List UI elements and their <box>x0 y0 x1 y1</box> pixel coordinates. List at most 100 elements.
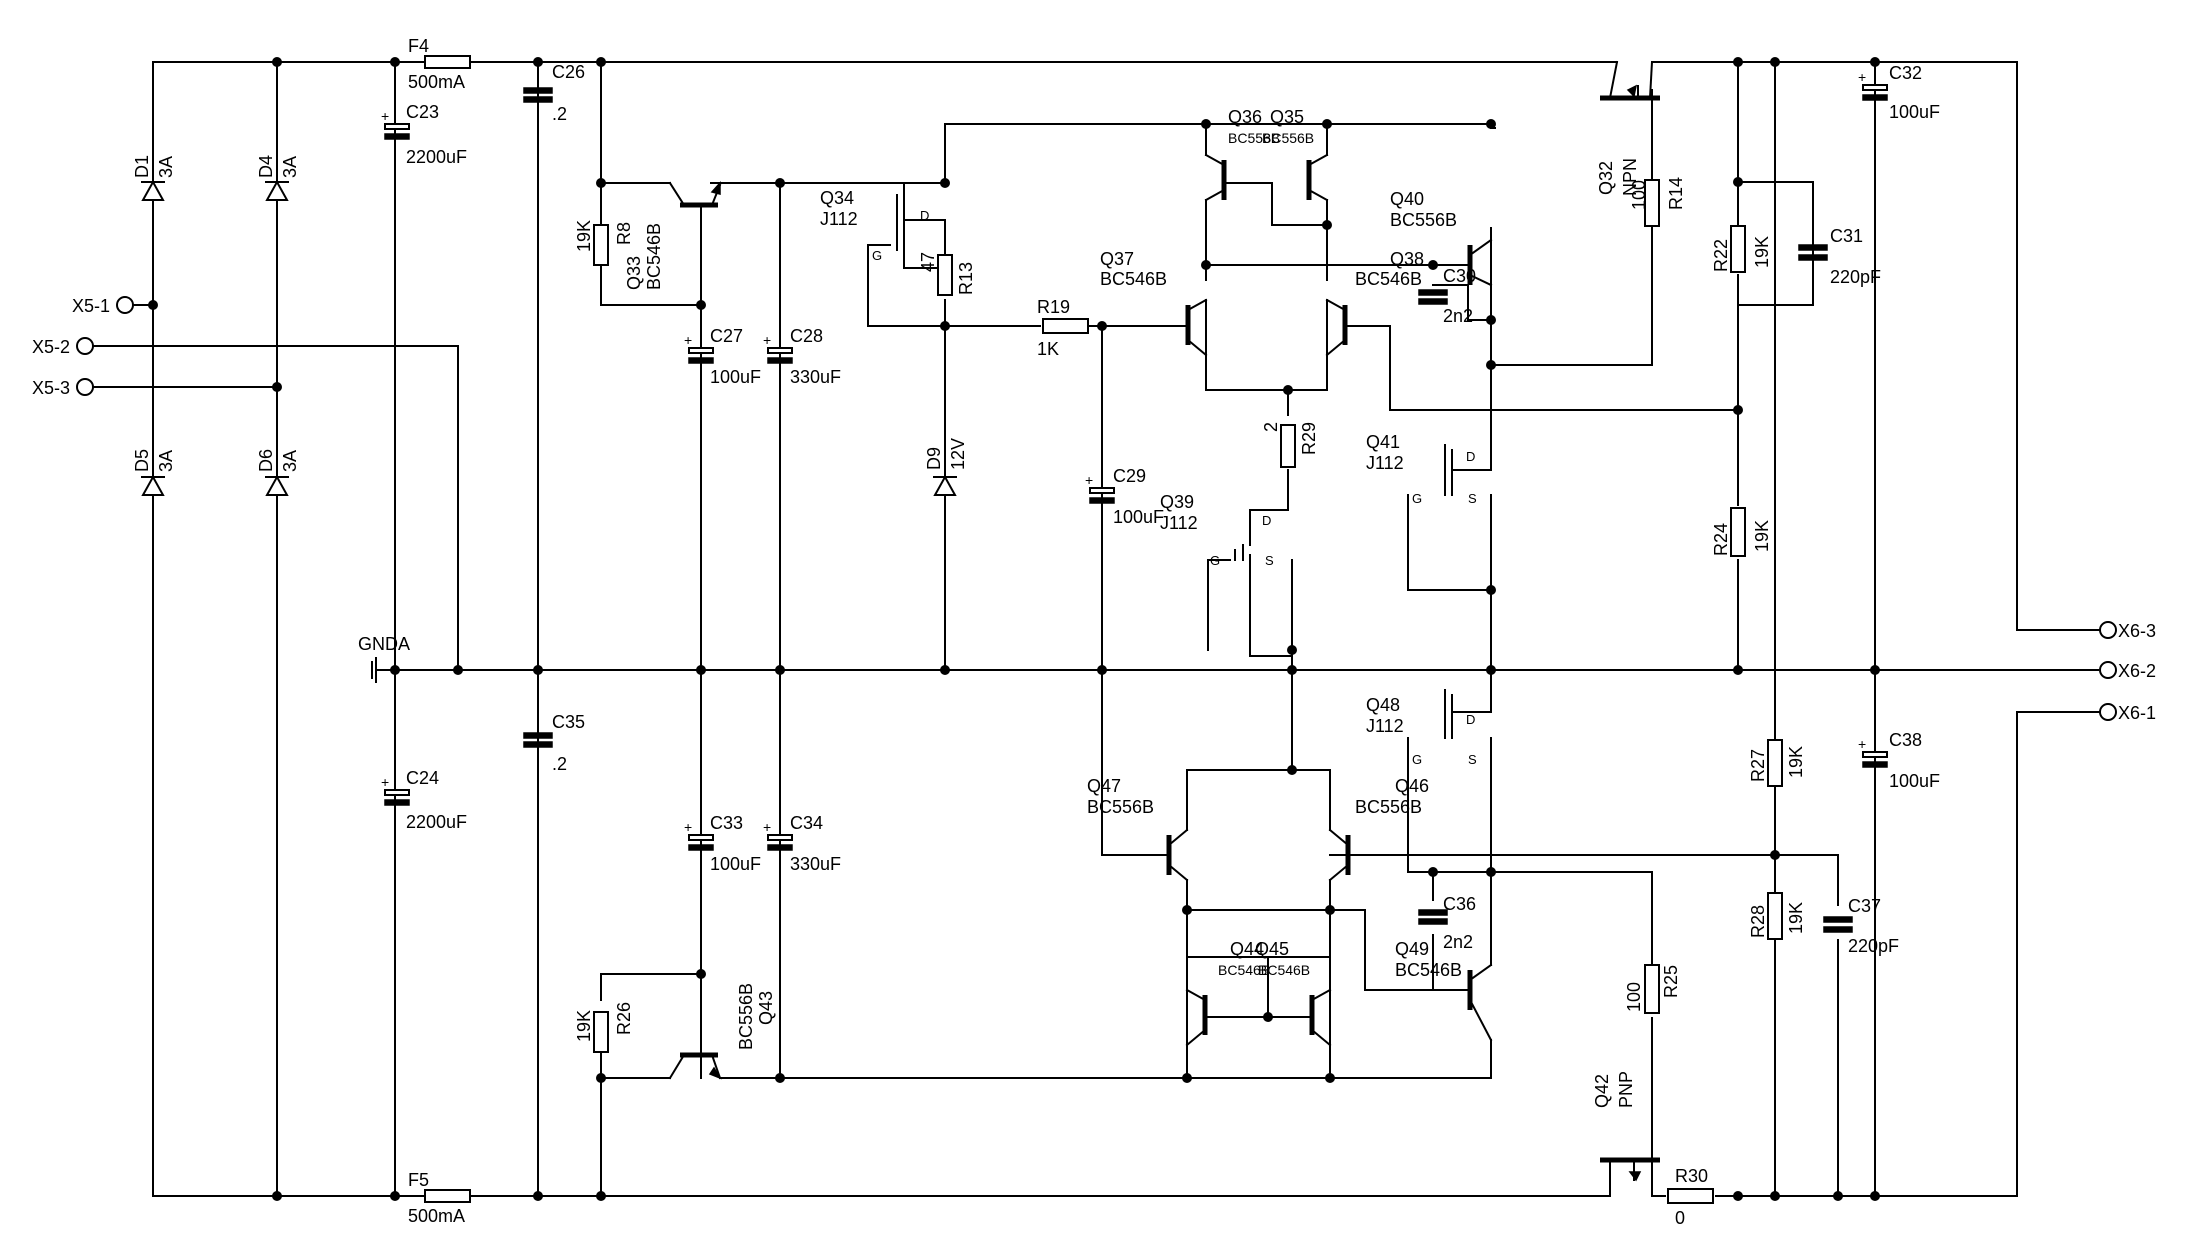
svg-text:47: 47 <box>918 252 938 272</box>
svg-text:3A: 3A <box>280 156 300 178</box>
svg-text:19K: 19K <box>574 1010 594 1042</box>
transistor-q46: Q46 BC556B <box>1328 776 1429 882</box>
svg-text:Q32: Q32 <box>1596 161 1616 195</box>
svg-text:C34: C34 <box>790 813 823 833</box>
svg-text:J112: J112 <box>1366 453 1404 473</box>
resistor-r19: R19 1K <box>1037 297 1089 359</box>
svg-text:C36: C36 <box>1443 894 1476 914</box>
svg-text:Q34: Q34 <box>820 188 854 208</box>
transistor-q36: Q36 BC556B <box>1204 107 1280 202</box>
capacitor-c34: + C34 330uF <box>763 813 841 874</box>
fuse-f4: F4 500mA <box>408 36 471 92</box>
svg-text:BC556B: BC556B <box>1087 797 1154 817</box>
svg-text:500mA: 500mA <box>408 1206 465 1226</box>
svg-text:BC556B: BC556B <box>1355 797 1422 817</box>
svg-text:+: + <box>381 774 389 790</box>
svg-text:+: + <box>1858 69 1866 85</box>
svg-text:+: + <box>1858 736 1866 752</box>
svg-text:220pF: 220pF <box>1830 267 1881 287</box>
svg-text:D4: D4 <box>256 155 276 178</box>
connector-x5-2[interactable]: X5-2 <box>32 337 94 357</box>
svg-text:19K: 19K <box>1786 902 1806 934</box>
svg-text:Q45: Q45 <box>1255 939 1289 959</box>
resistor-r13: 47 R13 <box>918 252 976 296</box>
svg-text:19K: 19K <box>1752 520 1772 552</box>
jfet-q41: Q41 J112 D G S <box>1366 432 1477 506</box>
svg-text:R30: R30 <box>1675 1166 1708 1186</box>
svg-text:Q47: Q47 <box>1087 776 1121 796</box>
svg-text:19K: 19K <box>1752 236 1772 268</box>
svg-text:BC546B: BC546B <box>1218 962 1270 978</box>
svg-text:+: + <box>381 108 389 124</box>
svg-text:G: G <box>1412 491 1422 506</box>
svg-text:3A: 3A <box>156 156 176 178</box>
svg-text:100uF: 100uF <box>710 367 761 387</box>
svg-text:G: G <box>872 248 882 263</box>
svg-text:Q40: Q40 <box>1390 189 1424 209</box>
svg-text:R13: R13 <box>956 262 976 295</box>
svg-text:2n2: 2n2 <box>1443 306 1473 326</box>
capacitor-c38: + C38 100uF <box>1858 730 1940 791</box>
ground-label: GNDA <box>358 634 410 654</box>
svg-text:330uF: 330uF <box>790 367 841 387</box>
transistor-q47: Q47 BC556B <box>1087 776 1189 882</box>
svg-text:BC556B: BC556B <box>1390 210 1457 230</box>
connector-label: X6-2 <box>2118 661 2156 681</box>
svg-text:100uF: 100uF <box>1113 507 1164 527</box>
svg-text:19K: 19K <box>574 220 594 252</box>
connector-x5-3[interactable]: X5-3 <box>32 378 94 398</box>
svg-text:R19: R19 <box>1037 297 1070 317</box>
svg-text:100uF: 100uF <box>710 854 761 874</box>
connector-x5-1[interactable]: X5-1 <box>72 296 134 316</box>
capacitor-c32: + C32 100uF <box>1858 63 1940 122</box>
svg-text:C27: C27 <box>710 326 743 346</box>
svg-text:PNP: PNP <box>1616 1071 1636 1108</box>
connector-x6-3[interactable]: X6-3 <box>2099 621 2156 641</box>
resistor-r22: R22 19K <box>1711 225 1772 273</box>
connector-x6-2[interactable]: X6-2 <box>2099 661 2156 681</box>
svg-text:R14: R14 <box>1666 177 1686 210</box>
svg-text:1K: 1K <box>1037 339 1059 359</box>
svg-text:BC546B: BC546B <box>1355 269 1422 289</box>
jfet-q34: Q34 J112 D G <box>820 188 929 263</box>
jfet-q39: Q39 J112 D G S <box>1160 492 1274 568</box>
svg-text:3A: 3A <box>156 450 176 472</box>
svg-text:G: G <box>1412 752 1422 767</box>
capacitor-c23: + C23 2200uF <box>381 102 467 167</box>
svg-text:BC546B: BC546B <box>1395 960 1462 980</box>
svg-text:F4: F4 <box>408 36 429 56</box>
connector-x6-1[interactable]: X6-1 <box>2099 703 2156 723</box>
svg-text:+: + <box>1085 472 1093 488</box>
transistor-q43: BC556B Q43 <box>668 983 776 1080</box>
diode-d4: D4 3A <box>256 155 300 201</box>
svg-text:19K: 19K <box>1786 746 1806 778</box>
svg-text:C31: C31 <box>1830 226 1863 246</box>
svg-text:.2: .2 <box>552 104 567 124</box>
svg-text:BC556B: BC556B <box>736 983 756 1050</box>
svg-text:C28: C28 <box>790 326 823 346</box>
transistor-q35: Q35 BC556B <box>1262 107 1329 202</box>
svg-text:D9: D9 <box>924 447 944 470</box>
svg-text:C37: C37 <box>1848 896 1881 916</box>
svg-text:D5: D5 <box>132 449 152 472</box>
svg-text:NPN: NPN <box>1620 158 1640 196</box>
svg-text:C26: C26 <box>552 62 585 82</box>
svg-text:Q41: Q41 <box>1366 432 1400 452</box>
svg-text:C33: C33 <box>710 813 743 833</box>
transistor-q44: Q44 BC546B <box>1185 939 1270 1047</box>
svg-text:Q37: Q37 <box>1100 249 1134 269</box>
resistor-r25: 100 R25 <box>1624 964 1681 1014</box>
resistor-r30: R30 0 <box>1667 1166 1714 1228</box>
svg-text:J112: J112 <box>820 209 858 229</box>
svg-text:100: 100 <box>1624 982 1644 1012</box>
svg-text:BC556B: BC556B <box>1262 130 1314 146</box>
svg-text:+: + <box>763 332 771 348</box>
svg-text:D6: D6 <box>256 449 276 472</box>
svg-text:+: + <box>763 819 771 835</box>
junctions <box>148 57 1880 1201</box>
svg-text:Q38: Q38 <box>1390 249 1424 269</box>
svg-text:R28: R28 <box>1748 905 1768 938</box>
svg-text:2n2: 2n2 <box>1443 932 1473 952</box>
svg-text:Q44: Q44 <box>1230 939 1264 959</box>
